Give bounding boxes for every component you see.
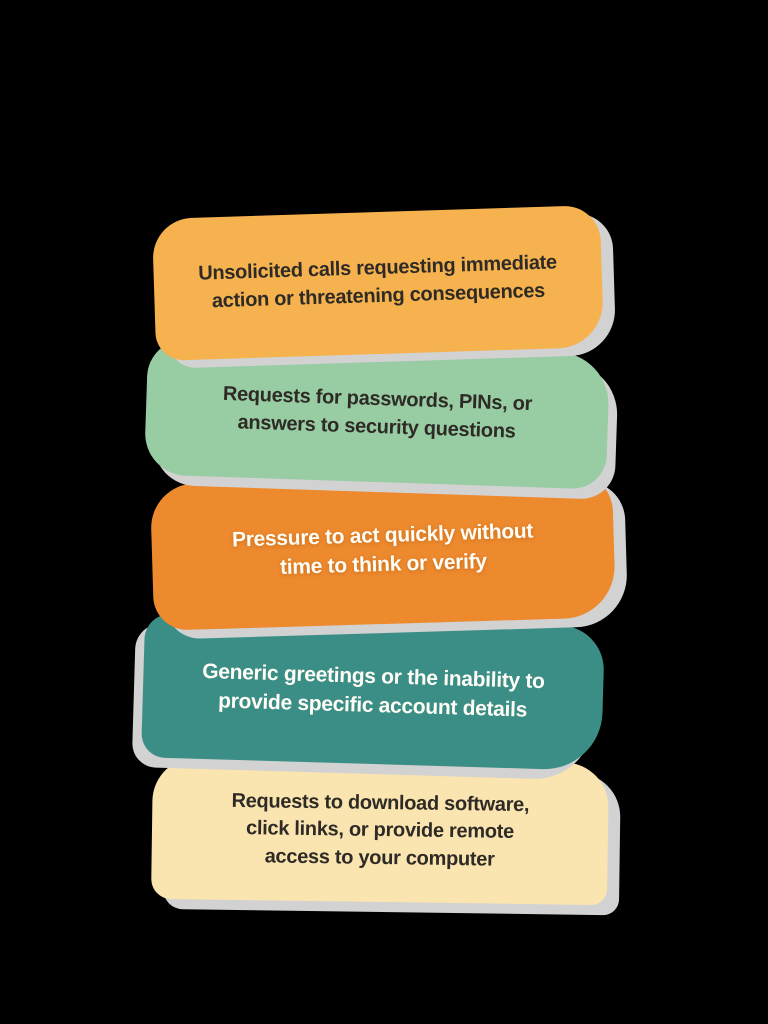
- card-pressure-to-act-quickly: Pressure to act quickly without time to …: [149, 471, 617, 631]
- card-generic-greetings: Generic greetings or the inability to pr…: [140, 613, 606, 771]
- card-text: Unsolicited calls requesting immediate a…: [159, 249, 597, 318]
- card-text: Pressure to act quickly without time to …: [157, 515, 609, 586]
- card-text: Requests to download software, click lin…: [157, 787, 602, 876]
- card-unsolicited-calls: Unsolicited calls requesting immediate a…: [151, 204, 605, 362]
- card-requests-to-download: Requests to download software, click lin…: [151, 756, 609, 906]
- card-line: access to your computer: [264, 845, 495, 871]
- card-text: Generic greetings or the inability to pr…: [148, 656, 598, 727]
- card-text: Requests for passwords, PINs, or answers…: [151, 379, 603, 449]
- card-requests-for-passwords: Requests for passwords, PINs, or answers…: [143, 338, 611, 490]
